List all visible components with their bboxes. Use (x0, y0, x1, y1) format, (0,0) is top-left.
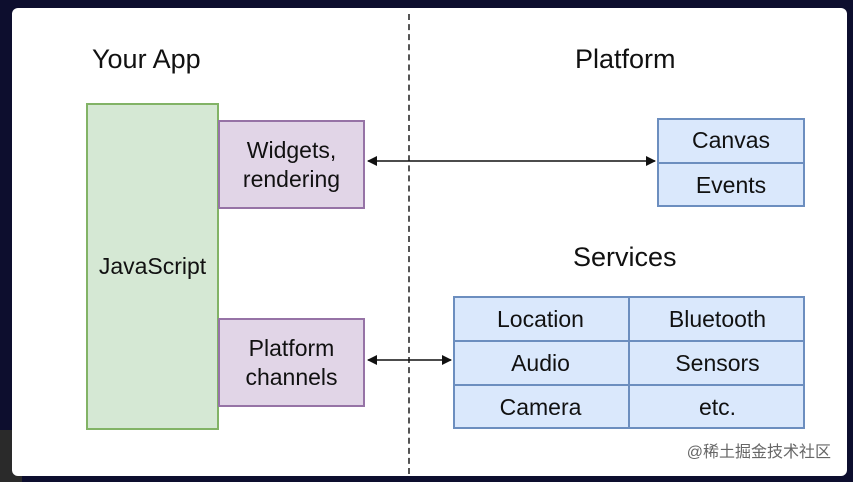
service-location-label: Location (497, 305, 584, 332)
divider-line (408, 14, 410, 474)
service-sensors-label: Sensors (675, 349, 760, 376)
channels-label-line2: channels (245, 363, 338, 390)
canvas-events-separator (657, 162, 805, 164)
services-title: Services (573, 242, 677, 272)
canvas-label: Canvas (692, 126, 770, 153)
service-audio: Audio (453, 342, 628, 384)
service-audio-label: Audio (511, 349, 570, 376)
service-location: Location (453, 298, 628, 340)
widgets-label-line1: Widgets, (246, 136, 337, 163)
events-label: Events (695, 171, 767, 198)
connector-arrows (367, 156, 656, 365)
channels-label-line1: Platform (248, 334, 335, 361)
service-etc-label: etc. (698, 393, 737, 420)
service-sensors: Sensors (630, 342, 805, 384)
your-app-title: Your App (92, 44, 201, 74)
service-bluetooth-label: Bluetooth (668, 305, 767, 332)
service-camera: Camera (453, 386, 628, 428)
service-camera-label: Camera (499, 393, 582, 420)
watermark-text: @稀土掘金技术社区 (686, 444, 831, 461)
canvas-cell: Canvas (657, 118, 805, 162)
widgets-label-line2: rendering (242, 165, 341, 192)
javascript-box: JavaScript (86, 103, 219, 430)
platform-title: Platform (575, 44, 676, 74)
services-column-separator (628, 296, 630, 429)
service-bluetooth: Bluetooth (630, 298, 805, 340)
diagram-slide: Your App Platform Services JavaScript Wi… (12, 8, 847, 476)
platform-channels-box: Platform channels (218, 318, 365, 407)
widgets-rendering-box: Widgets, rendering (218, 120, 365, 209)
events-cell: Events (657, 163, 805, 207)
javascript-label: JavaScript (98, 253, 207, 279)
service-etc: etc. (630, 386, 805, 428)
